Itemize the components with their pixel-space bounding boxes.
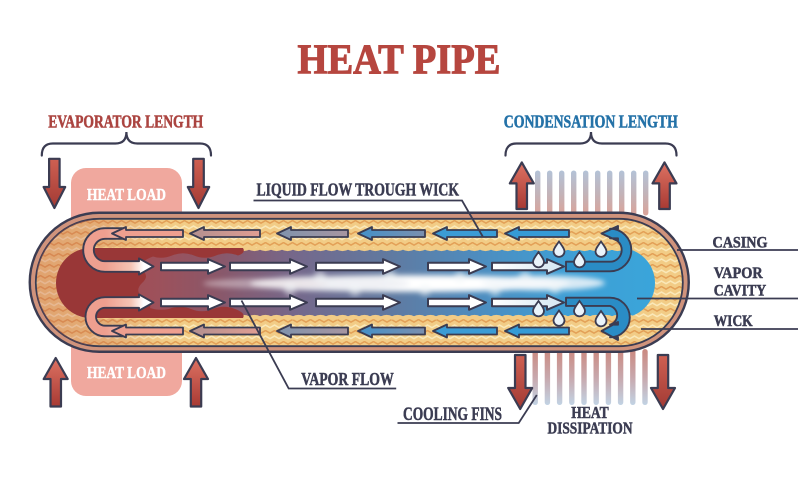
svg-text:DISSIPATION: DISSIPATION xyxy=(548,418,633,437)
svg-text:LIQUID FLOW TROUGH WICK: LIQUID FLOW TROUGH WICK xyxy=(257,180,460,200)
svg-text:HEAT LOAD: HEAT LOAD xyxy=(87,363,166,382)
svg-text:HEAT: HEAT xyxy=(571,403,609,422)
svg-text:WICK: WICK xyxy=(714,313,753,330)
svg-text:CASING: CASING xyxy=(713,235,768,252)
svg-text:HEAT LOAD: HEAT LOAD xyxy=(87,185,166,204)
svg-text:VAPOR FLOW: VAPOR FLOW xyxy=(301,369,394,389)
svg-text:HEAT PIPE: HEAT PIPE xyxy=(298,38,501,84)
svg-text:EVAPORATOR LENGTH: EVAPORATOR LENGTH xyxy=(48,112,203,132)
svg-text:CAVITY: CAVITY xyxy=(714,283,767,300)
svg-text:COOLING FINS: COOLING FINS xyxy=(403,404,502,425)
svg-text:VAPOR: VAPOR xyxy=(714,265,763,282)
svg-text:CONDENSATION LENGTH: CONDENSATION LENGTH xyxy=(504,112,678,132)
